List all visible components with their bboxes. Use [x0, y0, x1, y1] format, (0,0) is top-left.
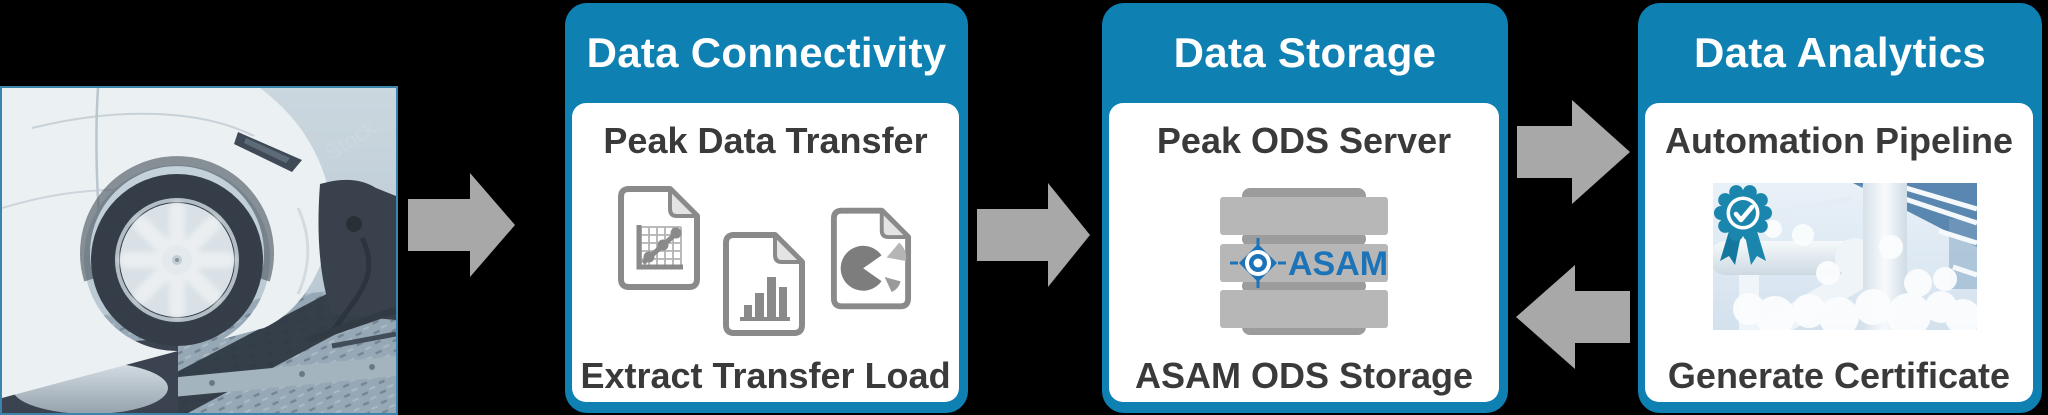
box-title: Data Connectivity — [586, 29, 947, 76]
box-data-analytics: Data Analytics Automation Pipeline — [1638, 3, 2042, 413]
document-line-chart-icon — [618, 186, 700, 290]
panel-bottom-label: Extract Transfer Load — [580, 355, 951, 396]
certificate-ribbon-icon — [1714, 185, 1772, 265]
arrow-connectivity-to-storage — [977, 183, 1090, 287]
asam-logo-text: ASAM — [1288, 245, 1388, 283]
panel-top-label: Peak Data Transfer — [603, 120, 928, 161]
industrial-pipes-photo — [1713, 183, 1977, 330]
arrow-storage-to-analytics — [1517, 100, 1630, 204]
arrow-photo-to-connectivity — [408, 173, 515, 277]
arrow-analytics-to-storage — [1516, 265, 1630, 369]
panel-bottom-label: Generate Certificate — [1667, 355, 2011, 396]
box-panel: Automation Pipeline — [1645, 103, 2033, 402]
panel-top-label: Automation Pipeline — [1664, 120, 2013, 161]
box-data-connectivity: Data Connectivity Peak Data Transfer — [565, 3, 968, 413]
dyno-equipment — [306, 179, 396, 349]
box-data-storage: Data Storage Peak ODS Server — [1102, 3, 1508, 413]
box-title: Data Analytics — [1693, 29, 1987, 76]
wheel — [91, 174, 263, 346]
database-stack-icon: ASAM — [1220, 188, 1388, 335]
box-panel: Peak Data Transfer — [572, 103, 959, 402]
car-dyno-photo: Adobe Stock Adobe Stock — [0, 86, 398, 415]
document-pie-chart-icon — [830, 207, 912, 310]
panel-top-label: Peak ODS Server — [1156, 120, 1452, 161]
document-bar-chart-icon — [723, 232, 805, 336]
box-panel: Peak ODS Server — [1109, 103, 1499, 402]
panel-bottom-label: ASAM ODS Storage — [1134, 355, 1474, 396]
box-title: Data Storage — [1173, 29, 1437, 76]
car-dyno-photo-art: Adobe Stock Adobe Stock — [2, 88, 396, 413]
asam-logo: ASAM — [1230, 238, 1388, 288]
